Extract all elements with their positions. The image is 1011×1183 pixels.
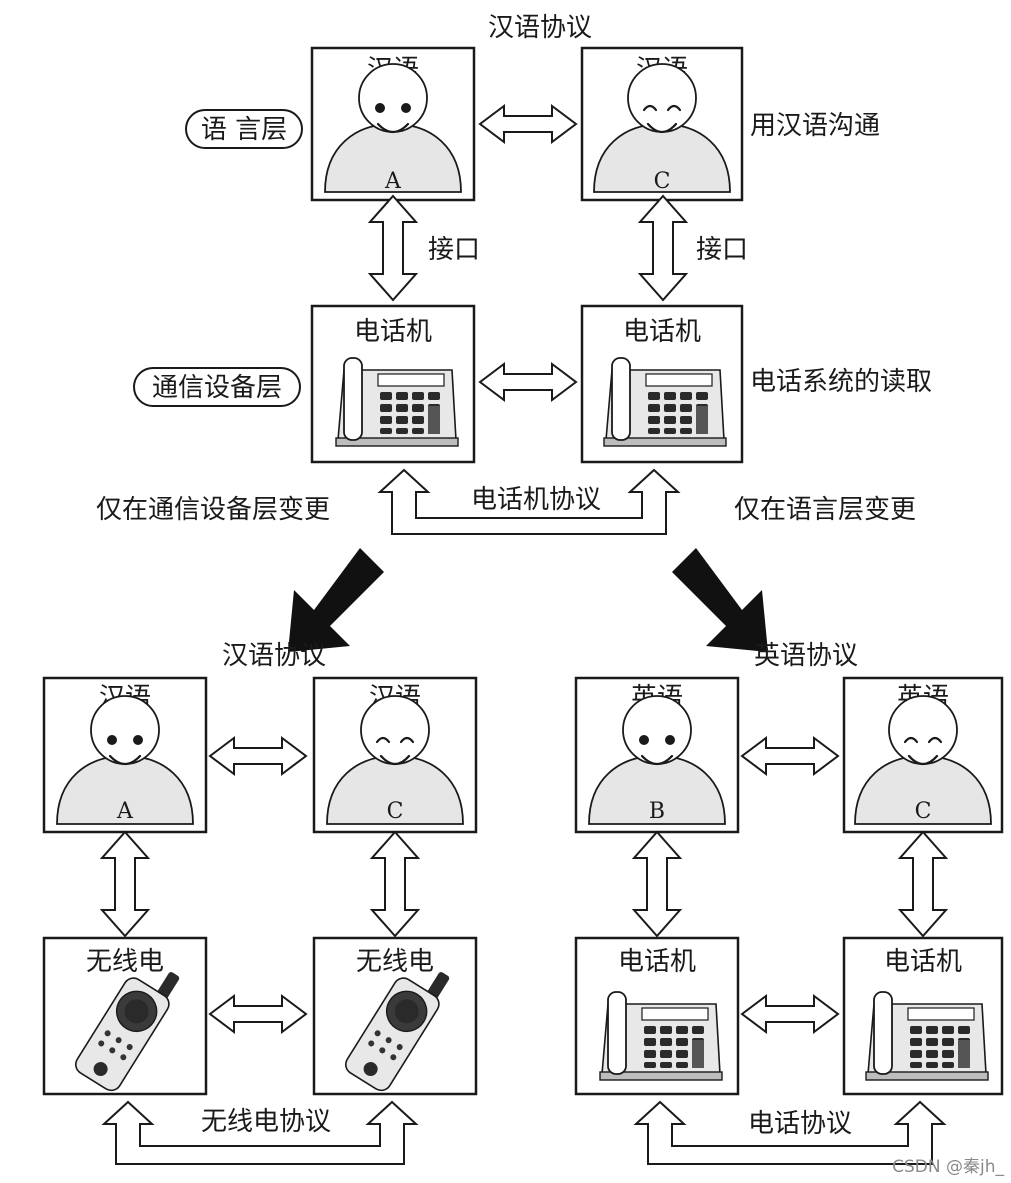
bl-right-interface-arrow-icon: [371, 831, 419, 937]
comm-layer-label: 通信设备层: [152, 373, 282, 403]
desk-phone-icon: [603, 357, 727, 447]
comm-layer-tag: [133, 367, 301, 407]
top-person-left-letter: A: [384, 169, 402, 194]
desk-phone-icon: [335, 357, 459, 447]
br-protocol-label: 英语协议: [754, 641, 858, 671]
face-eyes-open-icon: [639, 735, 675, 766]
br-device-c-label: 电话机: [884, 947, 962, 977]
top-device-right-label: 电话机: [623, 317, 701, 347]
change-right-label: 仅在语言层变更: [734, 495, 916, 525]
top-right-interface-arrow-icon: [639, 195, 687, 301]
br-person-c-letter: C: [915, 799, 932, 824]
bl-bottom-protocol-label: 无线电协议: [201, 1107, 331, 1137]
top-left-interface-arrow-icon: [369, 195, 417, 301]
top-protocol-u-arrow: [377, 468, 681, 535]
top-language-arrow-icon: [479, 105, 577, 143]
bl-device-c-label: 无线电: [356, 947, 434, 977]
bl-protocol-label: 汉语协议: [222, 641, 326, 671]
br-right-interface-arrow-icon: [899, 831, 947, 937]
face-smiling-eyes-icon: [903, 736, 943, 766]
top-device-arrow-icon: [479, 363, 577, 401]
face-smiling-eyes-icon: [375, 736, 415, 766]
desk-phone-icon: [599, 991, 723, 1081]
br-device-b-label: 电话机: [618, 947, 696, 977]
top-person-right-letter: C: [654, 169, 671, 194]
bl-person-a-letter: A: [116, 799, 134, 824]
arrow-down-right-icon: [672, 548, 768, 652]
face-eyes-open-icon: [375, 103, 411, 134]
top-right-note-language: 用汉语沟通: [750, 111, 880, 141]
face-eyes-open-icon: [107, 735, 143, 766]
language-layer-label: 语 言层: [201, 115, 287, 145]
br-protocol-u-arrow: [633, 1100, 947, 1165]
br-person-b-letter: B: [649, 799, 665, 824]
desk-phone-icon: [865, 991, 989, 1081]
top-protocol-label: 汉语协议: [488, 13, 592, 43]
bl-left-interface-arrow-icon: [101, 831, 149, 937]
br-language-arrow-icon: [741, 737, 839, 775]
top-interface-left-label: 接口: [428, 235, 480, 265]
br-bottom-protocol-label: 电话协议: [748, 1109, 852, 1139]
language-layer-tag: [185, 109, 303, 149]
bl-person-c-letter: C: [387, 799, 404, 824]
br-left-interface-arrow-icon: [633, 831, 681, 937]
top-device-left-label: 电话机: [354, 317, 432, 347]
bl-device-a-label: 无线电: [86, 947, 164, 977]
bl-protocol-u-arrow: [101, 1100, 419, 1165]
csdn-watermark: CSDN @秦jh_: [892, 1157, 1004, 1177]
arrow-down-left-icon: [288, 548, 384, 652]
top-interface-right-label: 接口: [696, 235, 748, 265]
br-device-arrow-icon: [741, 995, 839, 1033]
bl-language-arrow-icon: [209, 737, 307, 775]
top-bottom-protocol-label: 电话机协议: [471, 485, 601, 515]
face-smiling-eyes-icon: [642, 104, 682, 134]
top-right-note-device: 电话系统的读取: [750, 367, 932, 397]
bl-device-arrow-icon: [209, 995, 307, 1033]
change-left-label: 仅在通信设备层变更: [96, 495, 330, 525]
